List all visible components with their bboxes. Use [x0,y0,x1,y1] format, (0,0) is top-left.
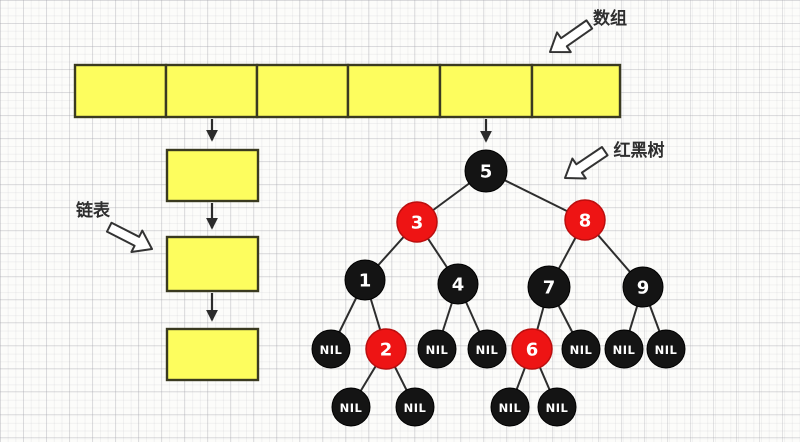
node-circle [395,387,435,427]
node-value: NIL [655,343,678,357]
tree-node-nil-4l: NIL [417,329,457,369]
linked-list [165,148,260,382]
array-callout: 数组 [549,8,627,54]
array-cell-3 [346,63,442,119]
node-circle [437,263,479,305]
linked-list-callout: 链表 [76,200,153,253]
tree-node-nil-1l: NIL [311,329,351,369]
node-value: 5 [480,162,493,183]
tree-node-nil-9l: NIL [604,329,644,369]
node-circle [604,329,644,369]
tree-node-9: 9 [622,266,664,308]
node-value: NIL [613,343,636,357]
tree-node-6: 6 [511,328,553,370]
node-circle [464,149,508,193]
array-label: 数组 [593,8,627,29]
hash-array [73,63,622,119]
tree-node-nil-6l: NIL [490,387,530,427]
node-value: NIL [499,401,522,415]
node-circle [311,329,351,369]
tree-node-nil-6r: NIL [537,387,577,427]
node-circle [561,329,601,369]
node-circle [527,265,571,309]
node-circle [490,387,530,427]
array-label-arrow-icon [549,19,594,54]
array-cell-4 [438,63,534,119]
tree-node-8: 8 [564,199,606,241]
tree-node-nil-2l: NIL [331,387,371,427]
node-circle [365,328,407,370]
tree-node-3: 3 [396,201,438,243]
node-value: NIL [340,401,363,415]
array-cell-2 [255,63,350,119]
node-circle [564,199,606,241]
array-cell-0 [73,63,168,119]
node-value: 4 [452,275,465,296]
node-circle [467,329,507,369]
tree-label-arrow-icon [564,146,609,180]
node-circle [646,329,686,369]
tree-node-4: 4 [437,263,479,305]
list-node-2 [165,327,260,382]
red-black-tree-nodes: 5 3 8 1 4 7 9 NIL [311,149,686,427]
node-value: 7 [543,278,556,299]
node-value: 2 [380,340,393,361]
node-value: 8 [579,211,592,232]
node-value: NIL [546,401,569,415]
node-circle [622,266,664,308]
tree-node-nil-2r: NIL [395,387,435,427]
list-node-1 [165,235,260,293]
tree-node-1: 1 [344,259,386,301]
tree-node-2: 2 [365,328,407,370]
node-circle [511,328,553,370]
array-cell-1 [164,63,259,119]
node-value: NIL [426,343,449,357]
tree-label: 红黑树 [614,140,665,161]
node-circle [344,259,386,301]
node-circle [537,387,577,427]
node-value: 9 [637,278,650,299]
node-value: NIL [404,401,427,415]
node-value: 6 [526,340,539,361]
red-black-tree-callout: 红黑树 [564,140,665,180]
tree-node-5: 5 [464,149,508,193]
tree-node-nil-4r: NIL [467,329,507,369]
node-value: NIL [476,343,499,357]
node-circle [331,387,371,427]
node-circle [396,201,438,243]
node-value: 1 [359,271,372,292]
linked-list-label-arrow-icon [105,221,153,253]
node-value: 3 [411,213,424,234]
linked-list-label: 链表 [76,200,111,221]
tree-node-nil-9r: NIL [646,329,686,369]
tree-node-7: 7 [527,265,571,309]
array-cell-5 [530,63,622,119]
tree-node-nil-7r: NIL [561,329,601,369]
node-value: NIL [320,343,343,357]
node-value: NIL [570,343,593,357]
node-circle [417,329,457,369]
list-node-0 [165,148,260,203]
